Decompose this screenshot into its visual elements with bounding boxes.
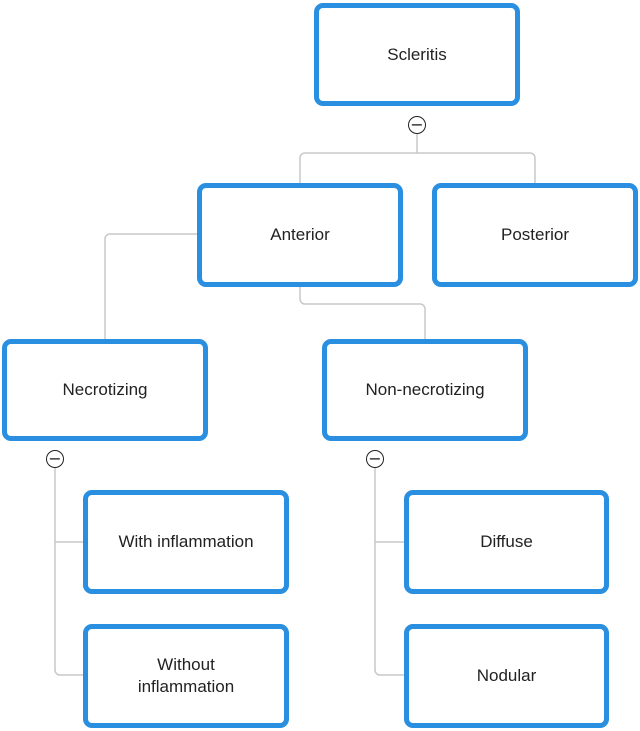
- connector-anterior-non-necrotizing: [299, 287, 426, 339]
- node-with-inflammation[interactable]: With inflammation: [83, 490, 289, 594]
- node-label: Non-necrotizing: [365, 380, 485, 399]
- connector-root-posterior: [417, 152, 536, 183]
- connector-root-anterior: [299, 134, 418, 183]
- minus-icon: −: [48, 449, 62, 468]
- minus-icon: −: [410, 115, 424, 134]
- node-nodular[interactable]: Nodular: [404, 624, 609, 728]
- node-label: Anterior: [270, 225, 330, 244]
- collapse-toggle-necrotizing[interactable]: −: [46, 450, 64, 468]
- node-label: Necrotizing: [62, 380, 148, 399]
- node-label: Posterior: [500, 225, 570, 244]
- collapse-toggle-scleritis[interactable]: −: [408, 116, 426, 134]
- node-label: With inflammation: [118, 532, 254, 551]
- node-scleritis[interactable]: Scleritis: [314, 3, 520, 106]
- node-label: Scleritis: [387, 44, 447, 64]
- connector-anterior-necrotizing: [104, 233, 197, 339]
- collapse-toggle-non-necrotizing[interactable]: −: [366, 450, 384, 468]
- node-non-necrotizing[interactable]: Non-necrotizing: [322, 339, 528, 441]
- node-without-inflammation[interactable]: Without inflammation: [83, 624, 289, 728]
- node-label: Diffuse: [480, 532, 533, 551]
- node-label: Without inflammation: [137, 655, 235, 696]
- minus-icon: −: [368, 449, 382, 468]
- connector-nonnecrotizing-children: [374, 468, 404, 676]
- connector-necrotizing-children: [54, 468, 83, 676]
- node-label: Nodular: [476, 666, 537, 685]
- node-necrotizing[interactable]: Necrotizing: [2, 339, 208, 441]
- node-posterior[interactable]: Posterior: [432, 183, 638, 287]
- node-anterior[interactable]: Anterior: [197, 183, 403, 287]
- node-diffuse[interactable]: Diffuse: [404, 490, 609, 594]
